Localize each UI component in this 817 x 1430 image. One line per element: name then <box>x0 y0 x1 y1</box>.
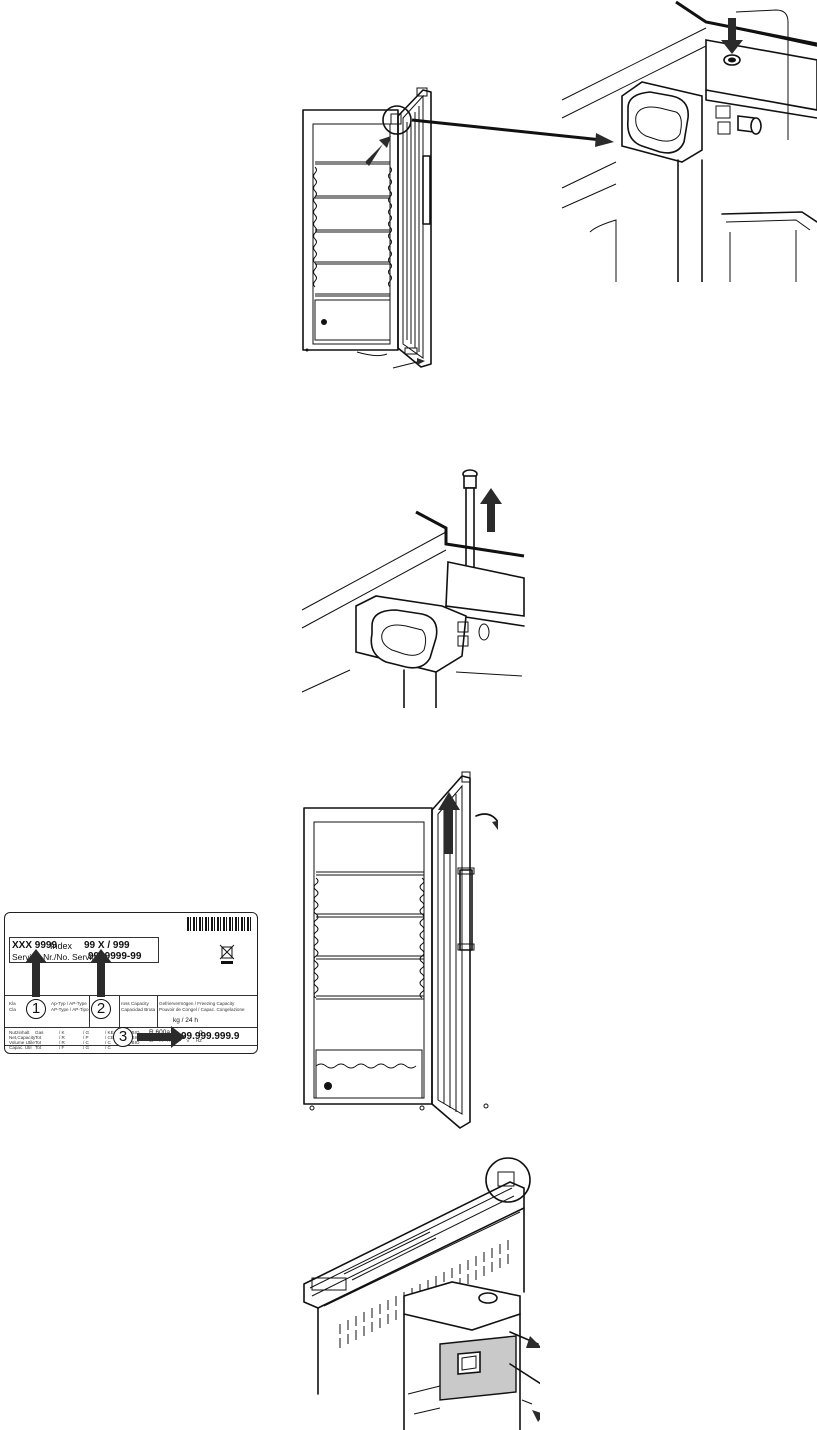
model-info-box: XXX 9999 Index 99 X / 999 Service-Nr./No… <box>9 937 159 963</box>
barcode <box>187 917 253 931</box>
plate-divider-mid <box>5 1027 257 1028</box>
unit-col-2b: / P <box>83 1035 89 1040</box>
cla-label: Cla <box>9 1007 16 1012</box>
figure-cover-removal <box>300 1156 540 1430</box>
unit-col-1c: / R <box>59 1040 65 1045</box>
tot-label-2: Tot <box>35 1040 42 1045</box>
unit-col-2a: / G <box>83 1030 90 1035</box>
plate-vertical-divider-3 <box>157 995 158 1027</box>
index-label: Index <box>50 941 73 951</box>
plate-vertical-divider <box>89 995 90 1027</box>
disposal-bin-icon <box>219 943 235 965</box>
refrigerant-unit: g <box>199 1029 203 1036</box>
callout-2: 2 <box>91 999 111 1019</box>
gross-capacity-label-2: Capacidad Bruta <box>121 1007 156 1012</box>
unit-col-1d: / F <box>59 1045 65 1050</box>
unit-col-3d: / C <box>105 1045 111 1050</box>
gas-label: Gas <box>35 1030 44 1035</box>
unit-col-1b: / R <box>59 1035 65 1040</box>
plate-divider-bottom <box>5 1045 257 1046</box>
unit-col-2d: / G <box>83 1045 90 1050</box>
freezing-capacity-label-2: Pouvoir de Congel / Capac. Congelazione <box>159 1007 245 1012</box>
kla-label: Kla <box>9 1001 16 1006</box>
plate-divider-top <box>5 995 257 996</box>
unit-col-3c: / C <box>105 1040 111 1045</box>
row-label-4: Capac. Util <box>9 1045 32 1050</box>
callout-arrows <box>25 949 185 1048</box>
figure-hinge-zoom <box>556 0 817 282</box>
figure-hinge-pin-removal <box>296 466 526 708</box>
model-code: XXX 9999 <box>12 940 58 951</box>
refrigerant-label: R 600a: <box>149 1029 172 1036</box>
unit-col-3b: / CE <box>105 1035 114 1040</box>
figure-callout-pointer <box>410 108 620 154</box>
freezing-capacity-label: Gefriervermögen / Freezing Capacity <box>159 1001 235 1006</box>
unit-col-4b: / BIO <box>129 1035 140 1040</box>
row-label-1: Nutzinhalt <box>9 1030 30 1035</box>
row-label-2: Net,Capacity <box>9 1035 36 1040</box>
figure-fridge-open-door <box>295 82 440 372</box>
service-label: Service-Nr./No. Service: <box>12 952 103 962</box>
callout-1: 1 <box>26 999 46 1019</box>
unit-col-4c: / BIO <box>129 1040 140 1045</box>
index-value: 99 X / 999 <box>84 940 130 951</box>
kg-per-day: kg / 24 h <box>173 1017 198 1024</box>
tot-label: Tot <box>35 1035 42 1040</box>
unit-col-3a: / KE <box>105 1030 114 1035</box>
row-label-3: Volume Utile <box>9 1040 35 1045</box>
plate-vertical-divider-2 <box>119 995 120 1027</box>
unit-col-4a: / BIO <box>129 1030 140 1035</box>
tot-label-3: Tot <box>35 1045 42 1050</box>
serial-number: 99.999.999.9 <box>181 1031 240 1042</box>
gross-capacity-label: ross Capacity <box>121 1001 149 1006</box>
ap-type-line2: AP-Type / AP-Tipo <box>51 1007 89 1012</box>
unit-col-1a: / K <box>59 1030 65 1035</box>
unit-col-2c: / C <box>83 1040 89 1045</box>
figure-door-lift-off <box>298 770 498 1132</box>
rating-plate: XXX 9999 Index 99 X / 999 Service-Nr./No… <box>4 912 258 1054</box>
service-number: 9999999-99 <box>88 951 142 962</box>
ap-type-line1: Ap-Typ / AP-Type <box>51 1001 87 1006</box>
callout-3: 3 <box>113 1027 133 1047</box>
